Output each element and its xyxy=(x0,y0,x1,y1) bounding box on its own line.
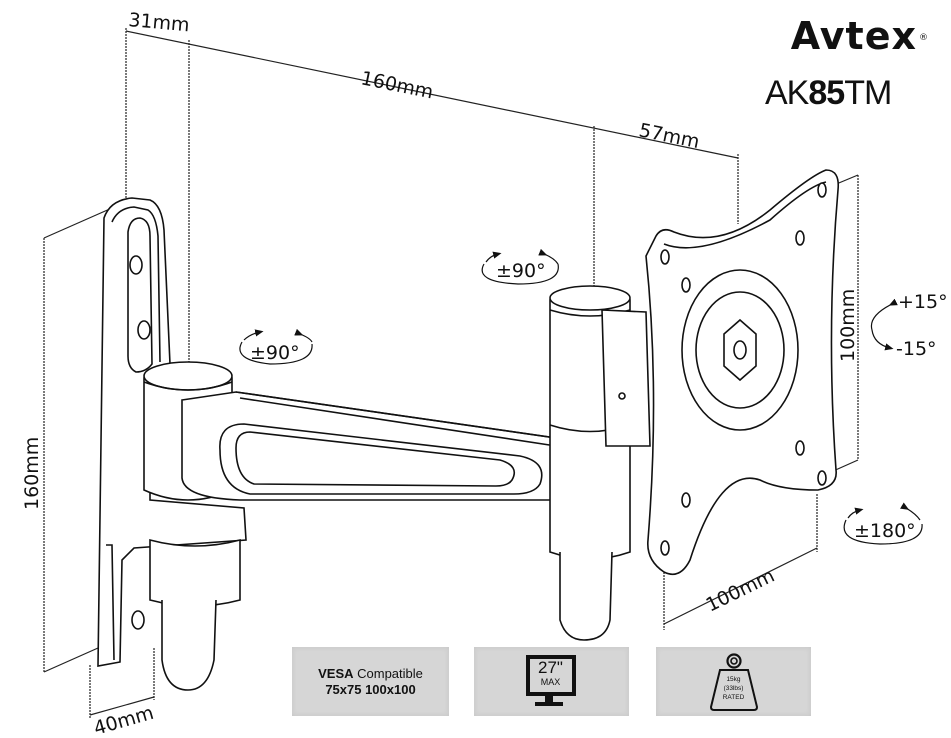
dim-arm-reach: 160mm xyxy=(359,67,435,103)
rotation-label: ±90° xyxy=(250,342,300,364)
max-screen-size: 27" xyxy=(538,658,563,677)
head-cylinder-top xyxy=(549,285,631,311)
arm-top-edge xyxy=(235,391,557,439)
rotation-label: ±90° xyxy=(496,260,546,282)
arm-groove xyxy=(239,397,557,447)
rotation-arc xyxy=(239,341,313,365)
rotation-arc xyxy=(843,519,923,545)
extension-line xyxy=(43,207,113,239)
rotation-arrow-icon xyxy=(243,329,264,341)
rotation-arrow-icon xyxy=(485,251,502,263)
vesa-hole xyxy=(660,540,670,556)
swing-arm xyxy=(181,391,576,501)
head-lower-hook xyxy=(559,551,613,641)
vesa-badge: VESA Compatible 75x75 100x100 xyxy=(292,647,449,716)
dim-wall-plate-height: 160mm xyxy=(21,437,43,510)
dim-wall-plate-depth: 40mm xyxy=(91,702,156,738)
wall-plate-edge xyxy=(106,544,115,661)
rotation-label: ±180° xyxy=(854,520,916,542)
vesa-hole xyxy=(681,492,691,508)
mounting-hole xyxy=(129,255,143,275)
vesa-center-ring xyxy=(681,269,799,431)
head-pivot xyxy=(549,285,651,641)
dim-vesa-height: 100mm xyxy=(837,289,859,362)
tilt-bracket xyxy=(601,309,651,447)
pivot-cylinder-ring xyxy=(143,381,233,391)
rotation-callout-plate: ±180° xyxy=(843,502,923,545)
monitor-icon: 27" MAX xyxy=(523,653,581,711)
wall-plate xyxy=(97,197,247,667)
vesa-label-bold: VESA xyxy=(318,665,354,681)
mounting-hole xyxy=(137,320,151,340)
dim-vesa-width: 100mm xyxy=(703,565,779,617)
kettlebell-icon xyxy=(709,653,758,711)
registered-mark: ® xyxy=(919,33,929,43)
vesa-hub-hole xyxy=(733,340,747,360)
rotation-arrow-icon xyxy=(900,502,921,521)
weight-kg: 15kg xyxy=(726,676,741,683)
tilt-down-label: -15° xyxy=(896,338,937,360)
weight-rated: RATED xyxy=(722,694,745,701)
extension-line xyxy=(43,647,99,673)
rotation-arrow-icon xyxy=(294,328,313,343)
rotation-callout-wall: ±90° xyxy=(239,328,313,365)
wall-plate-edge xyxy=(111,206,161,363)
vesa-hole xyxy=(817,182,827,198)
lower-pivot-hook xyxy=(161,599,217,691)
monitor-base xyxy=(534,702,563,706)
dim-wall-offset: 31mm xyxy=(128,9,191,36)
weight-badge: 15kg (33lbs) RATED xyxy=(656,647,811,716)
vesa-label-rest: Compatible xyxy=(353,665,423,681)
top-dimension-line xyxy=(125,30,739,159)
rotation-arrow-icon xyxy=(538,248,559,265)
model-suffix: TM xyxy=(844,74,892,112)
tilt-callout: +15° -15° xyxy=(870,291,948,360)
monitor-frame xyxy=(525,655,576,696)
rotation-arrow-icon xyxy=(847,507,864,519)
brand-logo-text: Avtex xyxy=(790,14,917,58)
bracket-screw xyxy=(618,392,626,400)
vesa-hole xyxy=(817,470,827,486)
rotation-callout-arm: ±90° xyxy=(481,248,559,285)
brand-logo: Avtex® xyxy=(791,16,929,56)
weight-lbs: (33lbs) xyxy=(723,685,744,692)
vesa-hole xyxy=(681,277,691,293)
vesa-width-dimension-line xyxy=(663,547,818,625)
vesa-badge-title: VESA Compatible xyxy=(318,666,423,682)
model-prefix: AK xyxy=(765,74,809,112)
screen-size-badge: 27" MAX xyxy=(474,647,629,716)
depth-dimension-line xyxy=(89,696,155,716)
model-number: AK85TM xyxy=(765,74,892,113)
vesa-sizes: 75x75 100x100 xyxy=(325,681,416,697)
tilt-arrow-icon xyxy=(870,298,898,351)
monitor-neck xyxy=(544,696,553,702)
arm-cutout-inner xyxy=(235,431,516,487)
wall-plate-slot xyxy=(127,217,153,373)
mounting-hole xyxy=(131,610,145,630)
lower-pivot-body xyxy=(149,538,241,607)
model-number-bold: 85 xyxy=(808,74,845,112)
dimension-lines xyxy=(43,28,859,718)
dim-head-offset: 57mm xyxy=(637,119,701,153)
brand-block: Avtex® xyxy=(791,16,929,56)
vesa-hole xyxy=(795,440,805,456)
max-label: MAX xyxy=(540,677,561,687)
tilt-up-label: +15° xyxy=(898,291,948,313)
vesa-hole xyxy=(795,230,805,246)
rotation-arc xyxy=(481,263,559,285)
vesa-plate-edge xyxy=(663,181,827,249)
weight-icon: 15kg (33lbs) RATED xyxy=(704,651,764,713)
vesa-hole xyxy=(660,249,670,265)
vesa-plate xyxy=(645,169,840,576)
